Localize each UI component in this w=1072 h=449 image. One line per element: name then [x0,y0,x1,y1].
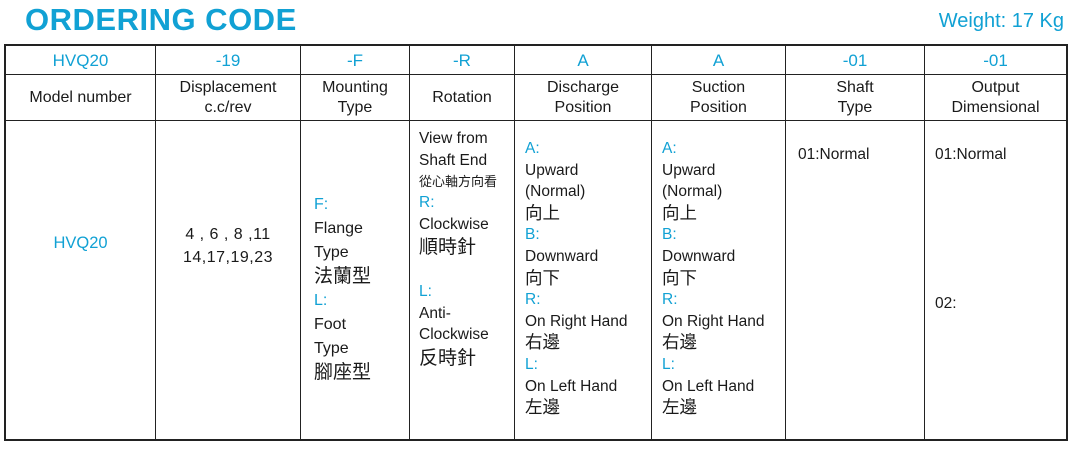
text-line: F: [314,196,329,213]
text-line: 01:Normal [935,146,1007,163]
text-line: On Right Hand [525,312,628,330]
ordering-code-table: HVQ20 -19 -F -R A A -01 -01 Model number… [4,44,1068,441]
text-line: Type [314,244,349,261]
text-line: Downward [525,247,599,265]
text-line: Downward [662,247,736,265]
text-line: L: [525,355,538,373]
column-header-suction-position: Suction Position [652,75,786,121]
text-line: 腳座型 [314,362,372,383]
text-line: 順時針 [419,237,477,258]
weight-note: Weight: 17 Kg [938,10,1064,32]
text-line: L: [419,283,432,300]
text-line: R: [662,291,678,309]
text-line: L: [314,292,328,309]
text-line: 左邊 [525,397,560,418]
body-cell-shaft-type-options: 01:Normal [786,121,925,439]
text-line: On Left Hand [662,377,755,395]
text-line: 向上 [525,202,560,223]
text-line: A: [525,140,540,157]
column-header-rotation: Rotation [410,75,515,121]
text-line: Foot [314,316,347,333]
code-value-mounting: -F [301,46,410,75]
text-line: Upward [662,161,716,179]
body-cell-discharge-position-options: A: Upward (Normal)向上 B: Downward 向下 R: On Right… [515,121,652,439]
column-header-output-dimensional: Output Dimensional [925,75,1066,121]
body-cell-output-dimensional-options: 01:Normal 02: [925,121,1066,439]
text-line: 向下 [662,267,697,288]
text-line: 01:Normal [798,146,870,163]
text-line: View from [419,130,488,147]
column-header-mounting-type: Mounting Type [301,75,410,121]
text-line: Type [314,340,349,357]
code-value-rotation: -R [410,46,515,75]
text-line: (Normal) [525,183,586,201]
text-line: Clockwise [419,215,489,233]
text-line: On Left Hand [525,377,618,395]
spacer [419,260,514,281]
page-title: ORDERING CODE [25,2,297,37]
body-cell-displacement-values: 4 , 6 , 8 ,11 14,17,19,23 [156,121,301,439]
text-line: (Normal) [662,183,723,201]
column-header-displacement: Displacement c.c/rev [156,75,301,121]
text-line: 法蘭型 [314,266,372,287]
text-line: Flange [314,220,363,237]
code-value-displacement: -19 [156,46,301,75]
spacer [935,166,1066,293]
text-line: 反時針 [419,347,477,369]
code-value-discharge: A [515,46,652,75]
text-line: 從心軸方向看 [419,174,498,189]
column-header-shaft-type: Shaft Type [786,75,925,121]
text-line: 左邊 [662,397,697,418]
text-line: R: [525,291,541,309]
column-header-model-number: Model number [6,75,156,121]
body-cell-model-number: HVQ20 [6,121,156,439]
text-line: 向上 [662,202,697,223]
text-line: 向下 [525,267,560,288]
text-line: B: [525,226,540,244]
column-header-discharge-position: Discharge Position [515,75,652,121]
text-line: Clockwise [419,326,489,343]
code-value-shaft: -01 [786,46,925,75]
text-line: B: [662,226,677,244]
text-line: On Right Hand [662,312,765,330]
text-line: 右邊 [662,332,697,353]
text-line: Anti- [419,304,451,322]
body-cell-suction-position-options: A: Upward (Normal)向上 B: Downward 向下 R: On Right… [652,121,786,439]
code-value-suction: A [652,46,786,75]
text-line: 02: [935,295,957,312]
code-value-output: -01 [925,46,1066,75]
text-line: Upward [525,161,579,179]
text-line: 右邊 [525,332,560,353]
code-value-model: HVQ20 [6,46,156,75]
text-line: A: [662,140,677,157]
text-line: L: [662,355,675,373]
text-line: Shaft End [419,151,488,169]
text-line: R: [419,194,435,211]
